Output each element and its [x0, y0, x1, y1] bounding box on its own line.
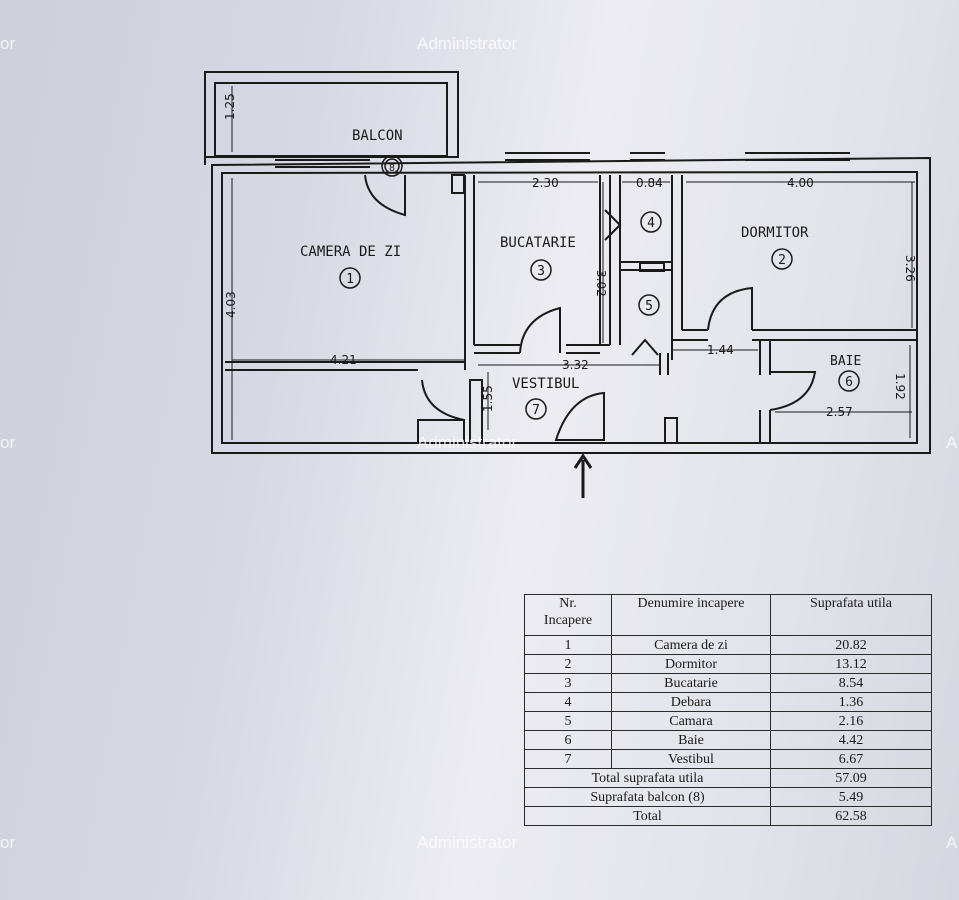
dim-camera-width: 4.21 — [330, 353, 357, 367]
cell-area: 4.42 — [770, 730, 932, 750]
watermark-fragment-right-bottom: A — [946, 833, 958, 852]
header-area: Suprafata utila — [770, 594, 932, 636]
cell-nr: 4 — [524, 692, 612, 712]
cell-area: 6.67 — [770, 749, 932, 769]
cell-nr: 7 — [524, 749, 612, 769]
cell-area: 13.12 — [770, 654, 932, 674]
dimension-lines — [231, 86, 915, 440]
dim-dormitor-width: 4.00 — [787, 176, 814, 190]
cell-name: Dormitor — [611, 654, 771, 674]
cell-area: 8.54 — [770, 673, 932, 693]
balcon-label: Suprafata balcon (8) — [524, 787, 771, 807]
grand-total-value: 62.58 — [770, 806, 932, 826]
room-number-6: 6 — [845, 375, 853, 390]
watermark-top: Administrator — [417, 34, 518, 53]
header-name: Denumire incapere — [611, 594, 771, 636]
room-number-8: 8 — [389, 163, 395, 174]
dim-bucatarie-width: 2.30 — [532, 176, 559, 190]
balcon-value: 5.49 — [770, 787, 932, 807]
room-number-circles — [339, 155, 860, 420]
cell-name: Bucatarie — [611, 673, 771, 693]
dim-bucatarie-depth: 3.02 — [594, 270, 608, 297]
grand-total-label: Total — [524, 806, 771, 826]
watermark-fragment-right-middle: A — [946, 433, 958, 452]
room-number-7: 7 — [532, 403, 540, 418]
room-label-bucatarie: BUCATARIE — [500, 235, 576, 251]
room-label-camera: CAMERA DE ZI — [300, 244, 401, 260]
cell-nr: 3 — [524, 673, 612, 693]
room-number-2: 2 — [778, 253, 786, 268]
cell-area: 20.82 — [770, 635, 932, 655]
room-number-5: 5 — [645, 299, 653, 314]
cell-name: Debara — [611, 692, 771, 712]
room-label-dormitor: DORMITOR — [741, 225, 809, 241]
dim-baie-width: 2.57 — [826, 405, 853, 419]
room-number-3: 3 — [537, 264, 545, 279]
dim-camera-depth: 4.03 — [224, 291, 238, 318]
header-nr-line1: Nr. — [559, 596, 577, 611]
header-nr-line2: Incapere — [543, 613, 593, 628]
area-table: Nr. Incapere Denumire incapere Suprafata… — [524, 594, 932, 826]
dim-debara-width: 0.84 — [636, 176, 663, 190]
balcon-row: Suprafata balcon (8)5.49 — [524, 787, 932, 807]
cell-area: 2.16 — [770, 711, 932, 731]
header-nr: Nr. Incapere — [524, 594, 612, 636]
dim-vestibul-width: 3.32 — [562, 358, 589, 372]
watermark-fragment-left-bottom: or — [0, 833, 16, 852]
cell-area: 1.36 — [770, 692, 932, 712]
table-header-row: Nr. Incapere Denumire incapere Suprafata… — [524, 594, 932, 636]
dim-hall-width: 1.44 — [707, 343, 734, 357]
room-label-baie: BAIE — [830, 354, 861, 369]
cell-nr: 6 — [524, 730, 612, 750]
dim-dormitor-depth: 3.26 — [903, 255, 917, 282]
cell-name: Camara — [611, 711, 771, 731]
watermark-middle: Administrator — [417, 433, 518, 452]
plan-walls — [204, 71, 931, 498]
room-label-balcon: BALCON — [352, 128, 403, 144]
watermark-bottom: Administrator — [417, 833, 518, 852]
watermark-fragment-left-top: or — [0, 34, 16, 53]
dim-balcon-depth: 1.25 — [223, 93, 237, 120]
cell-nr: 2 — [524, 654, 612, 674]
total-label: Total suprafata utila — [524, 768, 771, 788]
total-value: 57.09 — [770, 768, 932, 788]
dim-vestibul-depth: 1.55 — [481, 385, 495, 412]
room-number-1: 1 — [346, 272, 354, 287]
dim-baie-depth: 1.92 — [893, 373, 907, 400]
watermark-fragment-left-middle: or — [0, 433, 16, 452]
cell-name: Camera de zi — [611, 635, 771, 655]
cell-nr: 5 — [524, 711, 612, 731]
cell-nr: 1 — [524, 635, 612, 655]
room-label-vestibul: VESTIBUL — [512, 376, 579, 392]
room-number-4: 4 — [647, 216, 655, 231]
cell-name: Baie — [611, 730, 771, 750]
cell-name: Vestibul — [611, 749, 771, 769]
